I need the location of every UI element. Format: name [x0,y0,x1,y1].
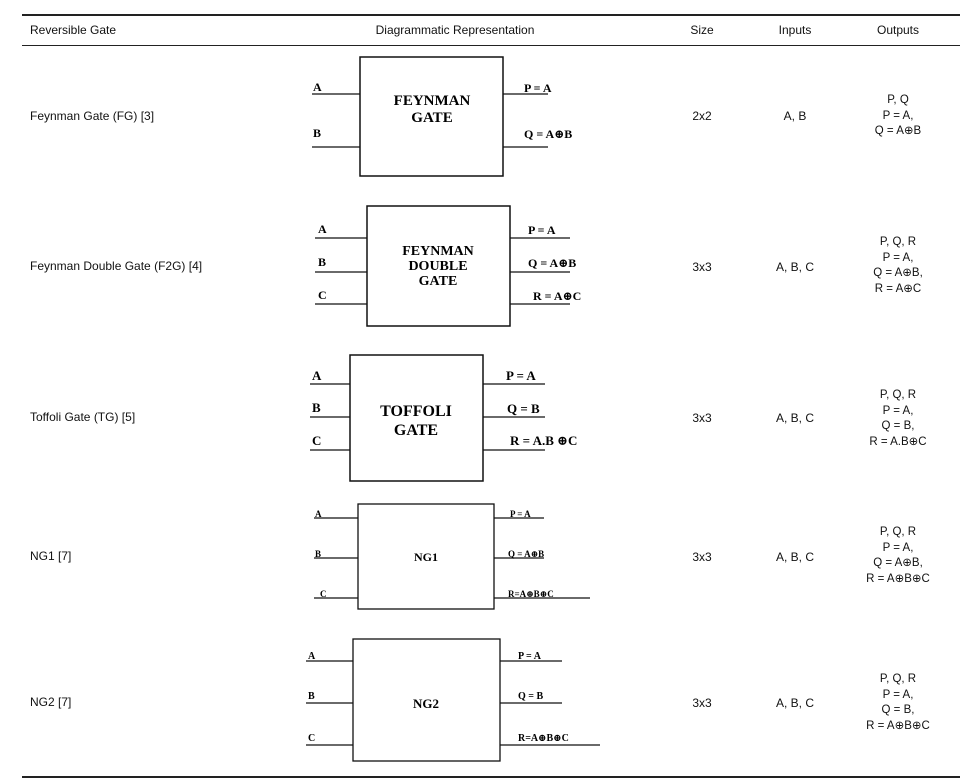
gate-title: GATE [411,110,452,126]
output-label: R=A⊕B⊕C [508,589,554,599]
output-label: P = A [524,81,552,95]
gate-title: GATE [394,422,438,439]
header-gate: Reversible Gate [30,23,117,37]
row-3-output-line: R = A.B⊕C [869,435,927,448]
row-4-inputs: A, B, C [775,550,814,564]
row-5-output-line: Q = B, [881,704,915,716]
row-5-output-line: P, Q, R [879,673,917,685]
row-3-size: 3x3 [692,411,712,425]
output-label: Q = B [518,691,543,702]
output-label: R = A.B ⊕C [510,433,577,448]
row-3-outputs: P, Q, R P = A, Q = B, R = A.B⊕C [843,388,953,450]
gate-box [352,638,501,762]
row-3-output-line: P = A, [882,404,914,417]
row-1-inputs: A, B [783,109,807,123]
row-4-size: 3x3 [692,550,712,564]
gate-box [349,354,484,482]
table-bottom-rule [22,776,960,778]
row-4-gate-diagram: A B C NG1 P = A Q = A⊕B R=A⊕B⊕C [300,502,620,612]
row-4-output-line: P = A, [882,541,914,554]
row-3-output-line: P, Q, R [879,389,917,401]
gate-title: FEYNMAN [394,93,471,109]
row-4-gate: NG1 [7] [30,549,72,563]
row-1-size: 2x2 [692,109,712,123]
input-label: B [312,400,321,415]
row-4-outputs: P, Q, R P = A, Q = A⊕B, R = A⊕B⊕C [843,525,953,587]
input-label: A [318,222,327,236]
input-label: A [313,80,322,94]
input-label: B [308,691,315,702]
input-label: A [315,509,322,519]
header-inputs: Inputs [778,23,812,37]
header-size: Size [690,23,714,37]
gate-title: NG1 [414,550,438,564]
row-1-output-line: P = A, [882,109,914,122]
table-header-rule [22,45,960,46]
row-2-size: 3x3 [692,260,712,274]
input-label: A [308,651,316,662]
row-5-gate: NG2 [7] [30,695,72,709]
row-3-gate-diagram: A B C TOFFOLI GATE P = A Q = B R = A.B ⊕… [300,352,620,482]
row-2-inputs: A, B, C [775,260,814,274]
output-label: Q = B [507,401,540,416]
row-4-output-line: R = A⊕B⊕C [866,572,930,585]
gate-title: TOFFOLI [380,403,452,420]
input-label: C [320,589,327,599]
row-2-gate: Feynman Double Gate (F2G) [4] [30,259,203,273]
output-label: Q = A⊕B [524,127,572,141]
row-5-size: 3x3 [692,696,712,710]
gate-title: NG2 [413,696,439,711]
input-label: C [308,733,315,744]
row-2-gate-diagram: A B C FEYNMAN DOUBLE GATE P = A Q = A⊕B … [300,204,620,329]
row-1-gate: Feynman Gate (FG) [3] [30,109,155,123]
output-label: R = A⊕C [533,289,581,303]
row-1-output-line: P, Q [887,94,909,106]
row-2-output-line: R = A⊕C [874,282,922,295]
table-top-rule [22,14,960,16]
gate-box [359,56,504,177]
output-label: P = A [528,223,556,237]
input-label: C [312,433,321,448]
input-label: B [313,126,321,140]
gate-title: DOUBLE [408,259,467,274]
gate-box [366,205,511,327]
output-label: R=A⊕B⊕C [518,733,569,744]
header-diagram: Diagrammatic Representation [375,23,535,37]
row-3-gate: Toffoli Gate (TG) [5] [30,410,136,424]
output-label: P = A [510,509,531,519]
row-2-output-line: Q = A⊕B, [873,267,923,279]
row-3-inputs: A, B, C [775,411,814,425]
row-4-output-line: P, Q, R [879,526,917,538]
input-label: A [312,368,322,383]
row-5-output-line: R = A⊕B⊕C [866,719,930,732]
row-2-output-line: P, Q, R [879,236,917,248]
output-label: P = A [518,651,542,662]
row-1-outputs: P, Q P = A, Q = A⊕B [843,93,953,140]
header-outputs: Outputs [876,23,920,37]
gate-box [357,503,495,610]
input-label: B [318,255,326,269]
row-5-gate-diagram: A B C NG2 P = A Q = B R=A⊕B⊕C [300,637,620,767]
row-5-output-line: P = A, [882,688,914,701]
output-label: Q = A⊕B [508,549,544,559]
row-5-inputs: A, B, C [775,696,814,710]
row-4-output-line: Q = A⊕B, [873,557,923,569]
row-2-output-line: P = A, [882,251,914,264]
input-label: B [315,549,321,559]
row-3-output-line: Q = B, [881,420,915,432]
row-1-output-line: Q = A⊕B [874,125,922,137]
row-2-outputs: P, Q, R P = A, Q = A⊕B, R = A⊕C [843,235,953,297]
row-5-outputs: P, Q, R P = A, Q = B, R = A⊕B⊕C [843,672,953,734]
output-label: Q = A⊕B [528,256,576,270]
gate-title: FEYNMAN [402,244,474,259]
input-label: C [318,288,327,302]
output-label: P = A [506,368,536,383]
row-1-gate-diagram: A B FEYNMAN GATE P = A Q = A⊕B [300,55,620,180]
gate-title: GATE [419,274,458,289]
